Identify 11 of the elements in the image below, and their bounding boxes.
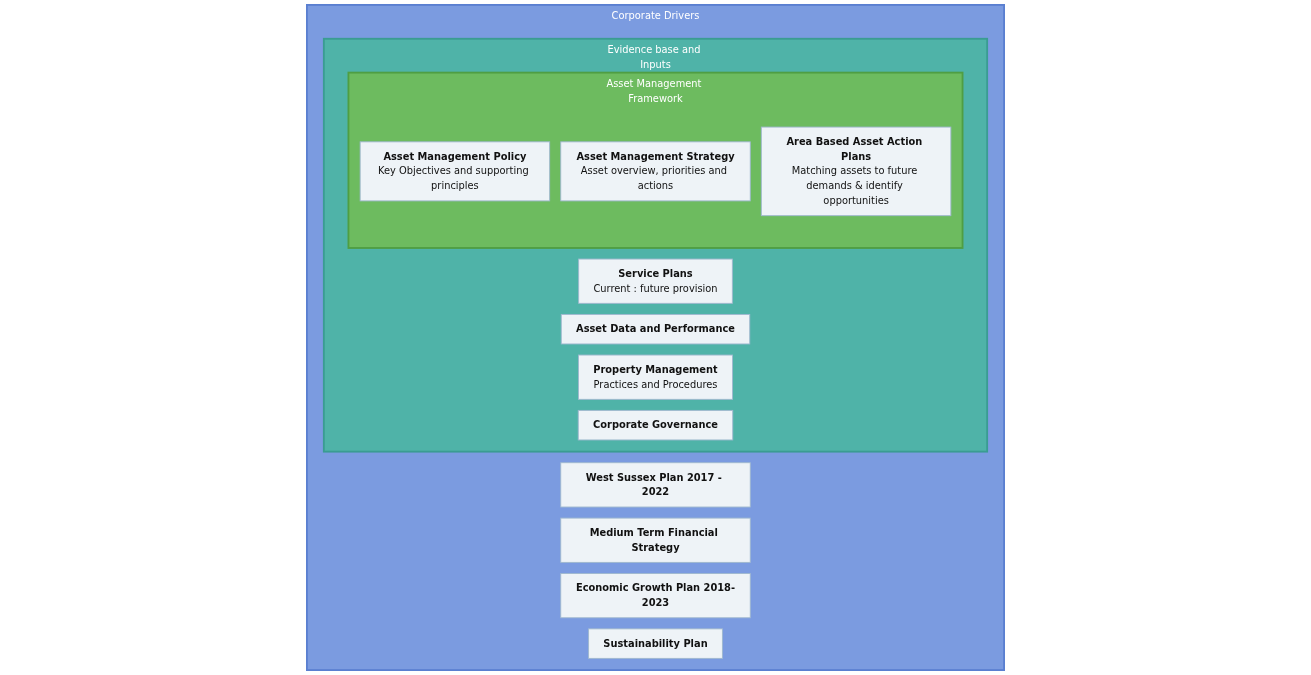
node-box: Economic Growth Plan 2018-2023 <box>560 573 751 619</box>
node-box: Asset Management Strategy Asset overview, priorities and actions <box>560 141 751 202</box>
node-box: Asset Management Policy Key Objectives and supporting principles <box>359 141 551 202</box>
node-box: Asset Data and Performance <box>560 313 751 345</box>
node-box: Area Based Asset Action Plans Matching assets to future demands & identify opportunities <box>760 126 952 217</box>
node-box: Medium Term Financial Strategy <box>560 517 751 563</box>
node-box: Sustainability Plan <box>588 628 723 659</box>
node-box: Service Plans Current : future provision <box>578 258 733 304</box>
node-box: Property Management Practices and Procedures <box>578 354 733 400</box>
node-box: Corporate Governance <box>577 409 734 441</box>
node-box: West Sussex Plan 2017 - 2022 <box>560 462 751 508</box>
